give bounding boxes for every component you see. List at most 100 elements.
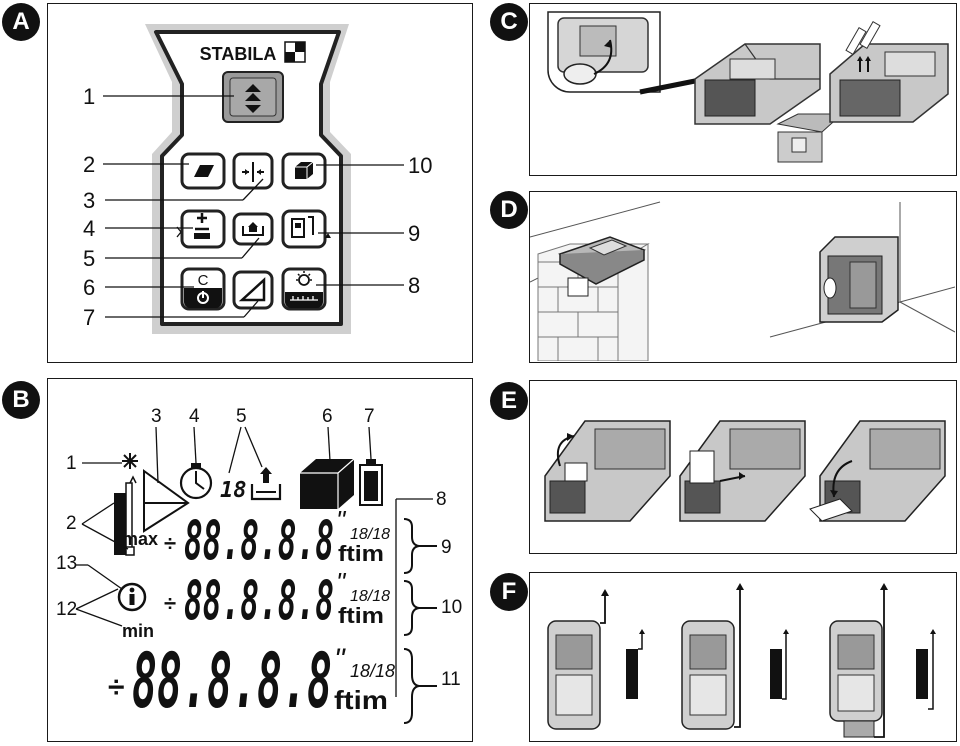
line2-fraction: 18/18 — [350, 588, 390, 605]
lcd-callout-13: 13 — [56, 553, 77, 574]
device-on-edge-icon — [558, 236, 646, 297]
lcd-callout-7: 7 — [364, 406, 375, 427]
device-reference-rear-icon — [681, 583, 789, 730]
badge-f: F — [490, 573, 528, 611]
battery-icon — [359, 459, 383, 506]
laser-star-icon — [122, 453, 138, 469]
end-piece-step-2-icon — [679, 420, 806, 522]
lcd-callout-9: 9 — [441, 537, 452, 558]
badge-c: C — [490, 3, 528, 41]
line3-fraction: 18/18 — [350, 661, 395, 681]
minus-icon — [194, 233, 210, 239]
end-piece-step-1-icon — [544, 420, 671, 522]
ruler-icon — [290, 296, 318, 301]
memory-icon — [291, 218, 305, 238]
lcd-callout-10: 10 — [441, 597, 462, 618]
indirect-measure-key[interactable] — [232, 270, 274, 310]
timer-icon — [179, 463, 213, 500]
display-line-2: ÷ 88.8.8.8 " 18/18 ftim — [164, 567, 390, 632]
measure-key[interactable] — [222, 71, 284, 123]
area-icon — [194, 165, 214, 177]
callout-2: 2 — [83, 152, 95, 177]
coin-icon — [563, 63, 597, 85]
callout-7: 7 — [83, 305, 95, 330]
area-key[interactable] — [180, 152, 226, 190]
panel-c — [529, 3, 957, 176]
panel-f — [529, 572, 957, 742]
triangle-measure-icon — [143, 469, 190, 533]
panel-b: 18 1 2 3 4 5 6 7 8 9 1 — [47, 378, 473, 742]
lcd-callout-lines — [75, 426, 433, 697]
device-reference-pin-icon — [829, 583, 936, 738]
plus-minus-key[interactable] — [180, 209, 226, 249]
line1-units: ftim — [338, 541, 384, 566]
lcd-callout-11: 11 — [441, 669, 461, 690]
line2-digits: 88.8.8.8 — [184, 569, 334, 632]
callout-4: 4 — [83, 216, 95, 241]
end-piece-illustration — [544, 420, 946, 522]
triangle-icon — [238, 277, 266, 302]
reference-point-icon — [242, 226, 264, 236]
callout-8: 8 — [408, 273, 420, 298]
panel-d — [529, 191, 957, 363]
reference-point-key[interactable] — [232, 212, 274, 246]
line2-prime: " — [336, 567, 347, 597]
lcd-callout-numbers: 1 2 3 4 5 6 7 8 9 10 11 12 13 — [56, 406, 462, 690]
callout-6: 6 — [83, 275, 95, 300]
volume-cube-icon — [300, 458, 355, 509]
clear-power-key[interactable]: C — [180, 267, 226, 311]
timer-digits: 18 — [220, 478, 247, 503]
badge-a: A — [2, 3, 40, 41]
reference-point-icon — [250, 467, 282, 501]
lcd-callout-2: 2 — [66, 513, 77, 534]
reference-key[interactable] — [232, 152, 274, 190]
volume-key[interactable] — [281, 152, 327, 190]
light-unit-key[interactable] — [281, 267, 327, 311]
light-bulb-icon — [296, 271, 312, 286]
lcd-callout-1: 1 — [66, 453, 77, 474]
battery-cover-icon — [776, 113, 844, 163]
max-label: max — [122, 529, 158, 549]
display-line-1: ÷ 88.8.8.8 " 18/18 ftim — [164, 505, 390, 572]
line3-units: ftim — [334, 685, 388, 715]
callout-9: 9 — [408, 221, 420, 246]
line1-digits: 88.8.8.8 — [184, 509, 334, 572]
line2-units: ftim — [338, 603, 384, 628]
lcd-display-illustration: 18 1 2 3 4 5 6 7 8 9 1 — [56, 406, 462, 725]
keypad-illustration: STABILA — [83, 24, 432, 334]
callout-1: 1 — [83, 84, 95, 109]
lcd-callout-6: 6 — [322, 406, 333, 427]
line2-sign: ÷ — [164, 591, 176, 616]
lcd-callout-8: 8 — [436, 489, 447, 510]
panel-a: STABILA — [47, 3, 473, 363]
memory-key[interactable] — [281, 209, 327, 249]
brand-label: STABILA — [200, 44, 277, 64]
line1-fraction: 18/18 — [350, 526, 390, 543]
device-batteries-icon — [829, 21, 949, 123]
signal-bar-icon — [114, 475, 137, 556]
min-label: min — [122, 621, 154, 641]
measure-reference-illustration — [529, 201, 956, 362]
device-open-cover-icon — [694, 43, 821, 125]
lcd-callout-3: 3 — [151, 406, 162, 427]
end-piece-step-3-icon — [809, 420, 946, 522]
callout-5: 5 — [83, 246, 95, 271]
measure-arrows-icon — [245, 84, 261, 113]
panel-e — [529, 380, 957, 554]
line1-sign: ÷ — [164, 531, 176, 556]
callout-numbers: 1 2 3 4 5 6 7 8 9 10 — [83, 84, 432, 330]
badge-b: B — [2, 381, 40, 419]
display-line-3: ÷ 88.8.8.8 " 18/18 ftim — [108, 636, 395, 725]
callout-10: 10 — [408, 153, 432, 178]
line1-prime: " — [336, 505, 347, 535]
lcd-braces — [403, 518, 437, 724]
lcd-callout-4: 4 — [189, 406, 200, 427]
callout-lines — [103, 95, 404, 318]
lcd-callout-12: 12 — [56, 599, 77, 620]
lcd-callout-5: 5 — [236, 406, 247, 427]
battery-replacement-illustration — [547, 11, 949, 163]
line3-digits: 88.8.8.8 — [132, 636, 332, 725]
info-icon — [117, 582, 147, 612]
brand-logo-icon — [284, 41, 306, 63]
device-reference-front-icon — [547, 589, 645, 730]
